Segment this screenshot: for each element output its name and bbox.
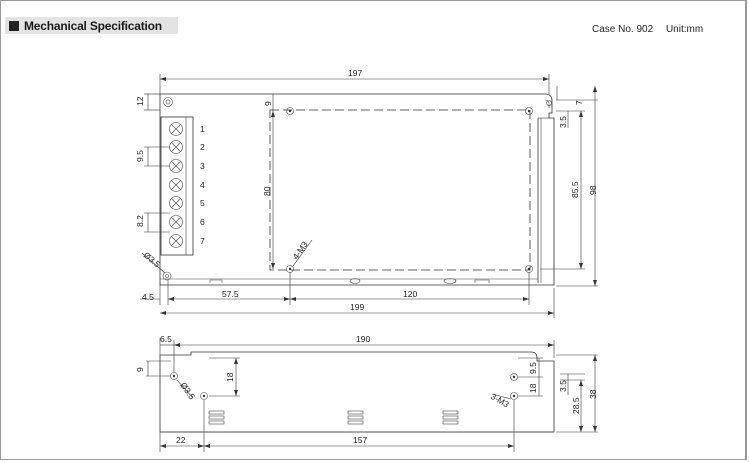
terminal-label-3: 3: [200, 161, 205, 171]
side-vents: [208, 410, 459, 425]
unit-label: Unit:mm: [665, 24, 704, 35]
section-header: Mechanical Specification: [5, 17, 178, 34]
dim-offset-4-5: 4.5: [142, 292, 154, 302]
dim-side-right-28-5: 28.5: [571, 397, 581, 414]
dim-width-199: 199: [350, 302, 364, 312]
dim-hole-dia-top: Ø3.5: [142, 250, 163, 270]
dim-120: 120: [403, 289, 417, 299]
pcb-outline: [269, 109, 531, 271]
dim-pitch-8-2: 8.2: [135, 215, 145, 227]
top-left-hole: [163, 97, 173, 107]
header-square-icon: [9, 20, 19, 31]
terminal-screws: [169, 122, 183, 248]
dim-left-12: 12: [135, 96, 145, 106]
dim-side-hole-dia: Ø3.5: [178, 380, 197, 401]
terminal-label-6: 6: [200, 217, 205, 227]
dim-thread-3m3: 3-M3: [489, 391, 511, 409]
m3-holes-top: [286, 107, 533, 273]
terminal-label-1: 1: [200, 124, 205, 134]
dim-height-98: 98: [588, 185, 598, 195]
terminal-block: 1 2 3 4 5 6 7: [160, 116, 205, 256]
dim-thread-4m3: 4-M3: [290, 239, 309, 261]
bottom-features: [209, 278, 490, 284]
dim-right-7: 7: [574, 100, 584, 105]
bottom-left-hole: [162, 271, 172, 281]
dim-right-85-5: 85.5: [570, 181, 580, 198]
section-title: Mechanical Specification: [24, 18, 162, 33]
dim-side-right-18: 18: [528, 383, 538, 393]
case-number: Case No. 902: [592, 24, 654, 35]
case-info: Case No. 902 Unit:mm: [592, 24, 713, 35]
dim-side-height-38: 38: [588, 389, 598, 399]
dim-bottom-22: 22: [176, 435, 186, 445]
terminal-label-2: 2: [200, 142, 205, 152]
dim-right-3-5: 3.5: [558, 116, 568, 128]
dim-side-left-18: 18: [225, 372, 235, 382]
terminal-label-7: 7: [200, 236, 205, 246]
dim-width-190: 190: [356, 334, 370, 344]
terminal-label-5: 5: [200, 198, 205, 208]
top-case-outline: [159, 93, 555, 286]
side-case-outline: [159, 351, 555, 433]
dim-bottom-157: 157: [353, 435, 367, 445]
dim-side-right-9-5: 9.5: [528, 362, 538, 374]
side-holes: [170, 372, 518, 400]
side-view: 190 6.5 9 Ø3.5 18 9.5 18 3-M3: [135, 334, 598, 452]
dim-side-left-9: 9: [135, 367, 145, 372]
dim-pitch-9-5: 9.5: [135, 150, 145, 162]
dim-top-9: 9: [263, 101, 273, 106]
top-notch: [544, 99, 550, 108]
dim-side-right-3-5: 3.5: [558, 380, 568, 392]
dim-width-197: 197: [348, 68, 362, 78]
dim-left-6-5: 6.5: [160, 334, 172, 344]
dim-inner-80: 80: [262, 186, 272, 196]
dim-57-5: 57.5: [222, 289, 239, 299]
top-view: 1 2 3 4 5 6 7 197: [135, 68, 598, 318]
terminal-label-4: 4: [200, 180, 205, 190]
